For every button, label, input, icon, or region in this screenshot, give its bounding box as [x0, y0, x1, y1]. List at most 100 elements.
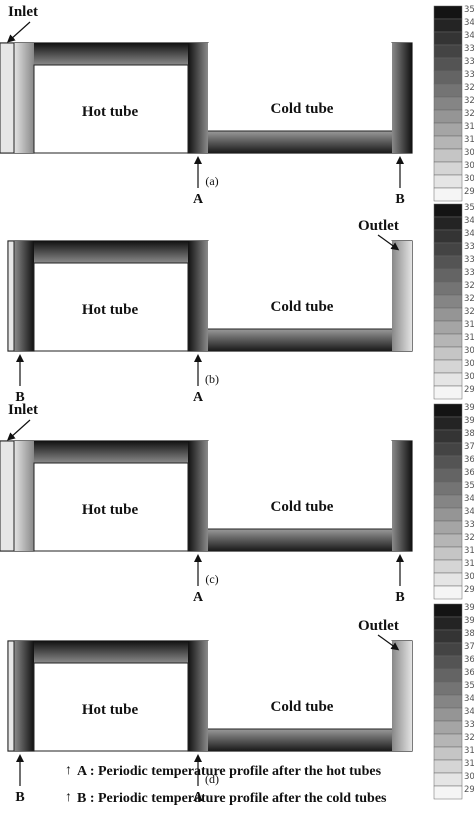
colorbar-tick-label: 339.9: [464, 242, 474, 252]
colorbar-tick-label: 397.4: [464, 603, 474, 613]
colorbar-tick-label: 312.3: [464, 759, 474, 769]
cold-bottom-wall: [208, 529, 392, 551]
colorbar-tick-label: 376.2: [464, 642, 474, 652]
colorbar-tick-label: 347.5: [464, 216, 474, 226]
colorbar-tick-label: 317.1: [464, 320, 474, 330]
panel-caption: (d): [205, 772, 219, 786]
colorbar-swatch: [433, 135, 463, 150]
colorbar-swatch: [433, 174, 463, 189]
colorbar-tick-label: 376.2: [464, 442, 474, 452]
colorbar-swatch: [433, 148, 463, 163]
hot-top-wall: [34, 43, 208, 65]
outlet-label: Outlet: [358, 218, 399, 234]
colorbar-swatch: [433, 83, 463, 98]
colorbar-tick-label: 332.3: [464, 70, 474, 80]
colorbar-swatch: [433, 109, 463, 124]
colorbar-tick-label: 319.4: [464, 746, 474, 756]
colorbar-swatch: [433, 242, 463, 257]
colorbar-tick-label: 312.3: [464, 559, 474, 569]
legend-line-b: B : Periodic temperature profile after t…: [77, 791, 387, 806]
colorbar-swatch: [433, 546, 463, 561]
colorbar-tick-label: 340.7: [464, 707, 474, 717]
outlet-label: Outlet: [358, 618, 399, 634]
legend-arrow-a: ↑: [65, 763, 72, 778]
colorbar-tick-label: 332.3: [464, 268, 474, 278]
colorbar-swatch: [433, 655, 463, 670]
colorbar-tick-label: 340.7: [464, 507, 474, 517]
colorbar-swatch: [433, 455, 463, 470]
colorbar-tick-label: 328.5: [464, 281, 474, 291]
colorbar-tick-label: 333.6: [464, 520, 474, 530]
colorbar-tick-label: 305.2: [464, 572, 474, 582]
marker-right-label: B: [395, 192, 404, 207]
colorbar-tick-label: 298.1: [464, 785, 474, 795]
colorbar-tick-label: 354.9: [464, 681, 474, 691]
marker-right-label: B: [395, 590, 404, 605]
colorbar-swatch: [433, 229, 463, 244]
colorbar-swatch: [433, 442, 463, 457]
colorbar-swatch: [433, 372, 463, 387]
hot-right-wall: [188, 43, 208, 153]
marker-right-label: A: [193, 790, 204, 805]
left-vertical-wall: [14, 441, 34, 551]
colorbar-swatch: [433, 203, 463, 218]
colorbar-tick-label: 301.9: [464, 372, 474, 382]
colorbar-swatch: [433, 5, 463, 20]
colorbar-swatch: [433, 707, 463, 722]
colorbar-tick-label: 326.5: [464, 533, 474, 543]
colorbar-swatch: [433, 294, 463, 309]
colorbar-tick-label: 319.4: [464, 546, 474, 556]
colorbar-swatch: [433, 403, 463, 418]
colorbar-swatch: [433, 533, 463, 548]
hot-tube-interior: [33, 462, 189, 552]
colorbar-swatch: [433, 44, 463, 59]
colorbar-swatch: [433, 96, 463, 111]
marker-left-label: A: [193, 192, 204, 207]
colorbar-swatch: [433, 255, 463, 270]
colorbar-swatch: [433, 320, 463, 335]
colorbar-swatch: [433, 559, 463, 574]
colorbar-swatch: [433, 429, 463, 444]
colorbar-tick-label: 320.9: [464, 307, 474, 317]
colorbar-swatch: [433, 18, 463, 33]
colorbar-swatch: [433, 481, 463, 496]
right-vertical-wall: [392, 441, 412, 551]
left-port-region: [0, 440, 15, 552]
colorbar-tick-label: 326.5: [464, 733, 474, 743]
colorbar: 351.3347.5343.7339.9336.1332.3328.5324.7…: [433, 203, 474, 400]
colorbar-tick-label: 383.3: [464, 629, 474, 639]
colorbar-tick-label: 309.5: [464, 346, 474, 356]
colorbar-swatch: [433, 733, 463, 748]
colorbar-tick-label: 369.1: [464, 455, 474, 465]
hot-top-wall: [34, 641, 208, 663]
colorbar-tick-label: 324.7: [464, 294, 474, 304]
colorbar: 397.4390.3383.3376.2369.1362.0354.9347.8…: [433, 403, 474, 600]
colorbar-tick-label: 317.1: [464, 122, 474, 132]
right-vertical-wall: [392, 43, 412, 153]
hot-right-wall: [188, 641, 208, 751]
colorbar-tick-label: 369.1: [464, 655, 474, 665]
colorbar-swatch: [433, 161, 463, 176]
hot-tube-interior: [33, 262, 189, 352]
colorbar-swatch: [433, 216, 463, 231]
colorbar-tick-label: 343.7: [464, 31, 474, 41]
colorbar-swatch: [433, 616, 463, 631]
colorbar-swatch: [433, 31, 463, 46]
colorbar-tick-label: 362.0: [464, 668, 474, 678]
hot-tube-label: Hot tube: [82, 302, 139, 318]
colorbar-swatch: [433, 668, 463, 683]
colorbar-tick-label: 305.2: [464, 772, 474, 782]
colorbar-swatch: [433, 772, 463, 787]
colorbar-swatch: [433, 57, 463, 72]
colorbar-swatch: [433, 642, 463, 657]
colorbar-tick-label: 351.3: [464, 5, 474, 15]
colorbar-swatch: [433, 494, 463, 509]
hot-right-wall: [188, 441, 208, 551]
cold-tube-interior: [208, 441, 392, 529]
cold-tube-label: Cold tube: [271, 699, 334, 715]
colorbar-tick-label: 336.1: [464, 255, 474, 265]
